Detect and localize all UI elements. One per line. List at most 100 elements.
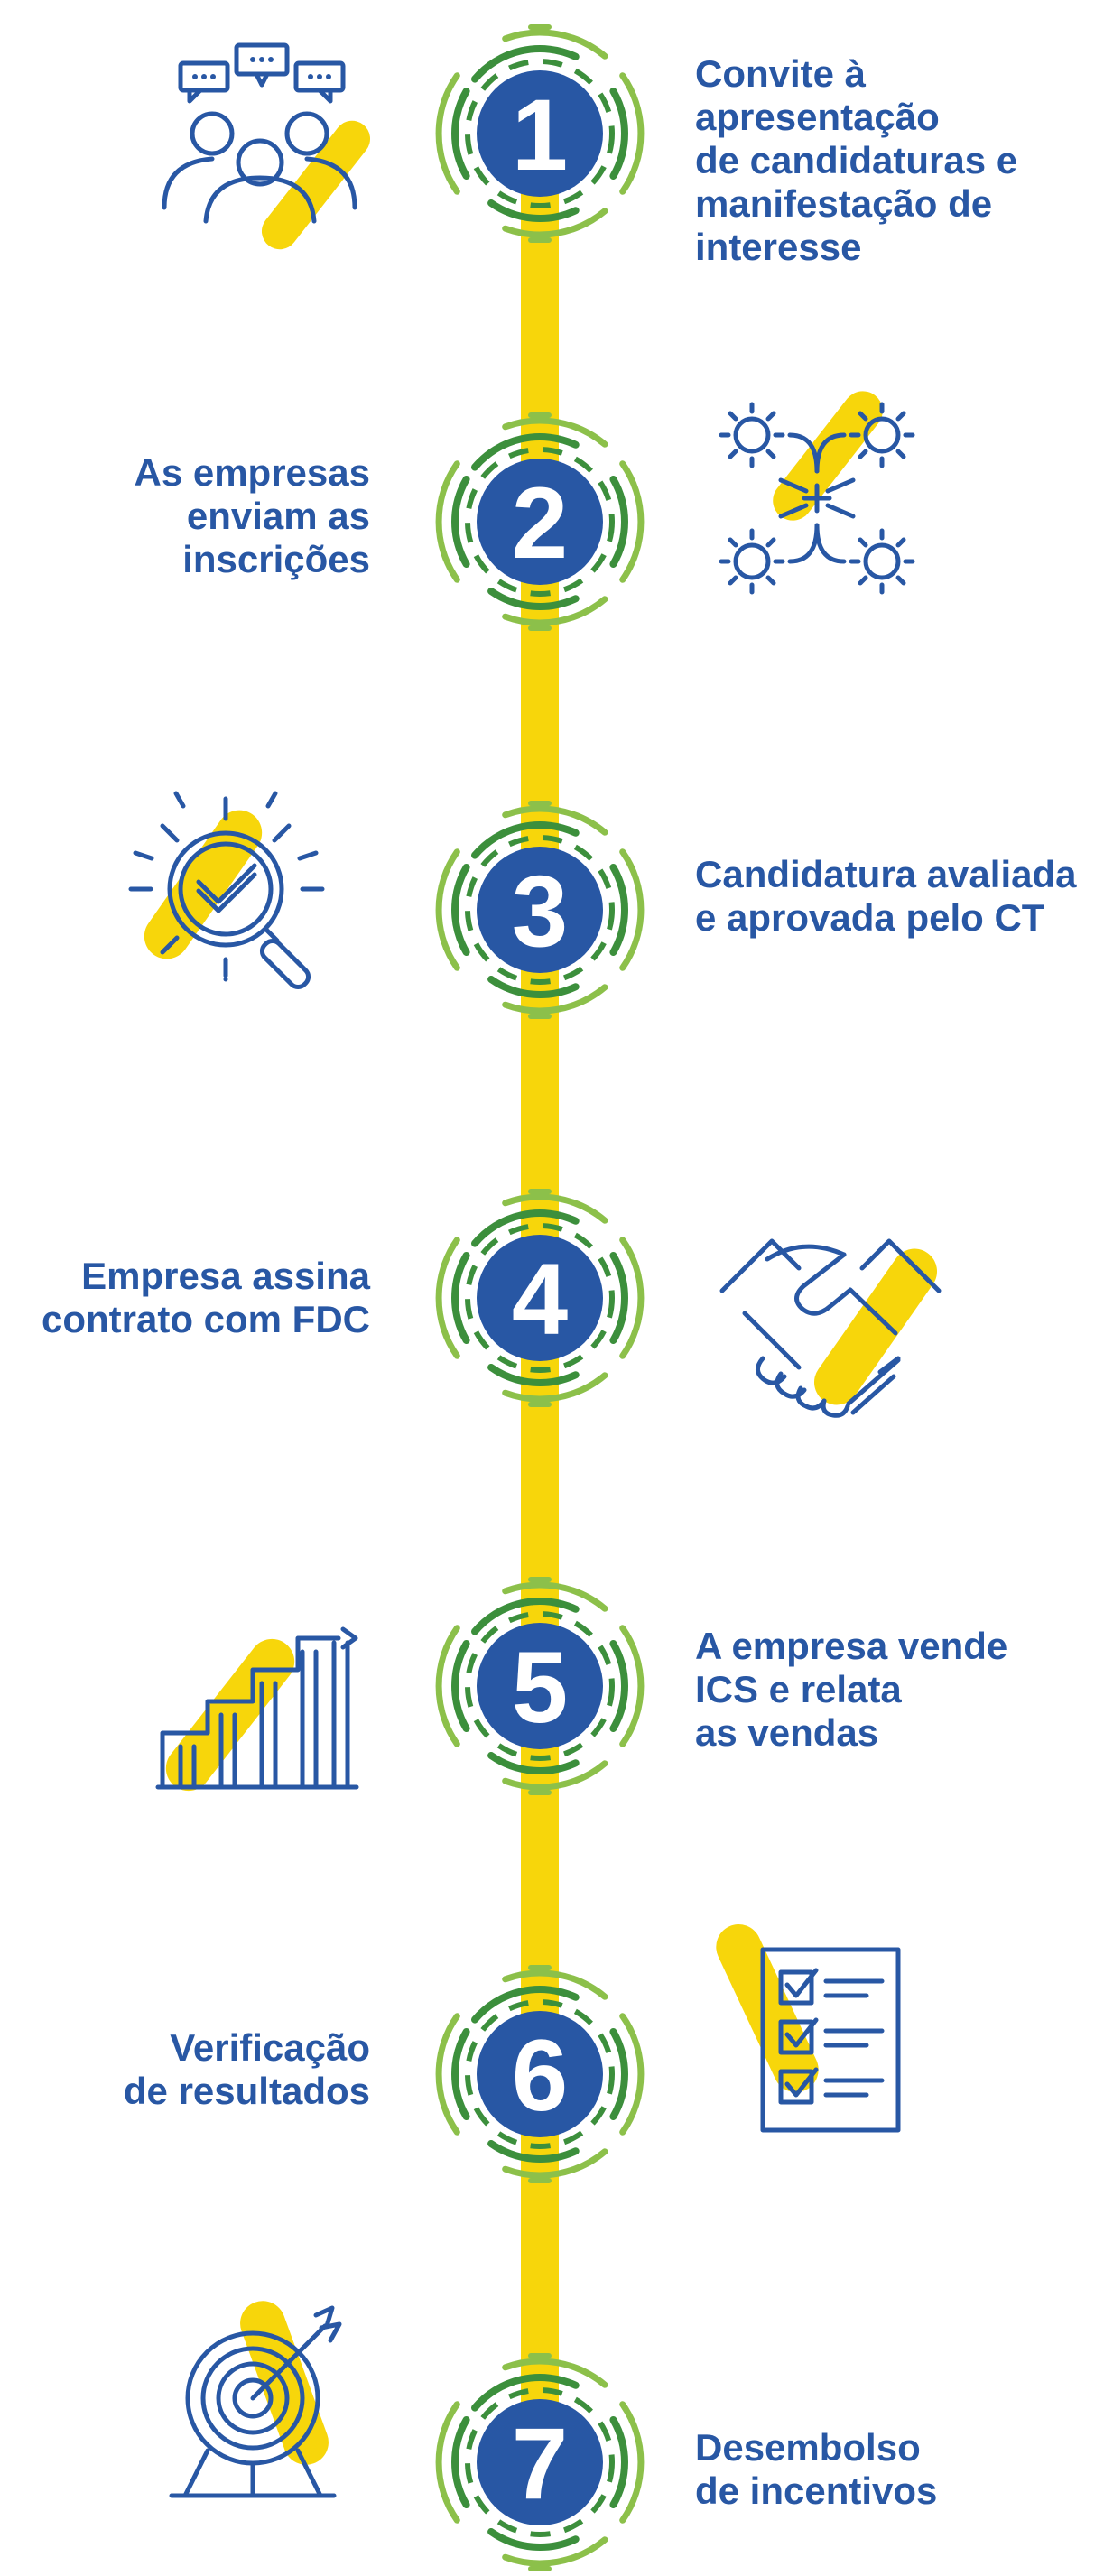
ring-segment	[451, 2028, 470, 2120]
ring-segment	[609, 2028, 628, 2120]
ring-segment	[502, 29, 608, 60]
step-disc	[477, 459, 603, 585]
step-number: 6	[512, 2019, 568, 2132]
ring-segment	[502, 805, 608, 836]
growth-chart-icon	[155, 1626, 359, 1792]
ring-tick	[528, 1965, 552, 2183]
dashed-ring	[465, 1999, 615, 2149]
magnifier-check-icon	[128, 791, 325, 990]
ring-tick	[528, 412, 552, 631]
step-disc	[477, 847, 603, 973]
ring-segment	[502, 2536, 608, 2567]
step-3-label: Candidatura avaliada e aprovada pelo CT	[695, 853, 1077, 939]
dashed-ring	[465, 835, 615, 985]
ring-segment	[451, 2416, 470, 2508]
step-2-label: As empresas enviam as inscrições	[134, 451, 371, 580]
ring-segment	[471, 821, 580, 859]
ring-segment	[487, 588, 580, 610]
ring-segment	[502, 208, 608, 238]
ring-segment	[502, 1760, 608, 1791]
step-node: 6	[435, 1965, 645, 2183]
ring-segment	[435, 72, 460, 195]
step-node: 4	[435, 1189, 645, 1407]
step-disc	[477, 2399, 603, 2525]
dashed-ring	[465, 447, 615, 597]
ring-segment	[619, 460, 645, 583]
step-disc	[477, 2011, 603, 2137]
ring-tick	[528, 2353, 552, 2571]
ring-segment	[471, 2374, 580, 2412]
ring-segment	[487, 1364, 580, 1386]
checklist-icon	[716, 1924, 901, 2133]
ring-tick	[528, 1577, 552, 1795]
ring-segment	[502, 984, 608, 1015]
ring-segment	[451, 864, 470, 956]
ring-segment	[435, 2401, 460, 2524]
ring-segment	[487, 199, 580, 222]
people-chat-icon	[162, 42, 371, 250]
step-6-label: Verificação de resultados	[123, 2026, 370, 2112]
ring-segment	[471, 45, 580, 83]
ring-segment	[502, 1193, 608, 1224]
ring-segment	[502, 596, 608, 626]
step-disc	[477, 1235, 603, 1361]
ring-segment	[435, 848, 460, 971]
ring-segment	[435, 2013, 460, 2136]
ring-segment	[609, 1252, 628, 1344]
step-1-label: Convite à apresentação de candidaturas e…	[695, 52, 1018, 268]
step-number: 2	[512, 467, 568, 579]
ring-segment	[609, 1640, 628, 1732]
ring-segment	[609, 88, 628, 180]
ring-segment	[619, 2401, 645, 2524]
ring-tick	[528, 1189, 552, 1407]
ring-segment	[471, 1209, 580, 1247]
ring-segment	[502, 1969, 608, 2000]
dashed-ring	[465, 2387, 615, 2537]
step-number: 5	[512, 1631, 568, 1744]
ring-segment	[487, 2528, 580, 2551]
ring-segment	[435, 1237, 460, 1359]
ring-segment	[619, 1625, 645, 1747]
ring-segment	[609, 864, 628, 956]
ring-segment	[502, 2358, 608, 2388]
step-number: 7	[512, 2407, 568, 2520]
step-node: 5	[435, 1577, 645, 1795]
ring-segment	[609, 2416, 628, 2508]
step-5-label: A empresa vende ICS e relata as vendas	[695, 1625, 1008, 1754]
gears-network-icon	[719, 391, 915, 595]
ring-segment	[471, 1598, 580, 1635]
step-disc	[477, 1623, 603, 1749]
ring-segment	[502, 1581, 608, 1612]
ring-segment	[487, 976, 580, 998]
dashed-ring	[465, 1223, 615, 1373]
ring-segment	[619, 848, 645, 971]
ring-segment	[619, 72, 645, 195]
ring-tick	[528, 801, 552, 1019]
step-node: 1	[435, 24, 645, 243]
ring-segment	[471, 1986, 580, 2024]
ring-segment	[609, 476, 628, 568]
ring-segment	[502, 417, 608, 448]
ring-tick	[528, 24, 552, 243]
ring-segment	[435, 1625, 460, 1747]
ring-segment	[619, 2013, 645, 2136]
step-node: 2	[435, 412, 645, 631]
ring-segment	[471, 433, 580, 471]
ring-segment	[451, 476, 470, 568]
step-number: 4	[512, 1243, 568, 1356]
step-disc	[477, 70, 603, 197]
target-icon	[169, 2301, 342, 2498]
ring-segment	[435, 460, 460, 583]
ring-segment	[451, 1640, 470, 1732]
step-7-label: Desembolso de incentivos	[695, 2426, 938, 2512]
dashed-ring	[465, 59, 615, 208]
ring-segment	[451, 88, 470, 180]
step-number: 1	[512, 79, 568, 191]
dashed-ring	[465, 1611, 615, 1761]
ring-segment	[619, 1237, 645, 1359]
handshake-icon	[719, 1238, 942, 1418]
step-node: 7	[435, 2353, 645, 2571]
step-node: 3	[435, 801, 645, 1019]
ring-segment	[451, 1252, 470, 1344]
